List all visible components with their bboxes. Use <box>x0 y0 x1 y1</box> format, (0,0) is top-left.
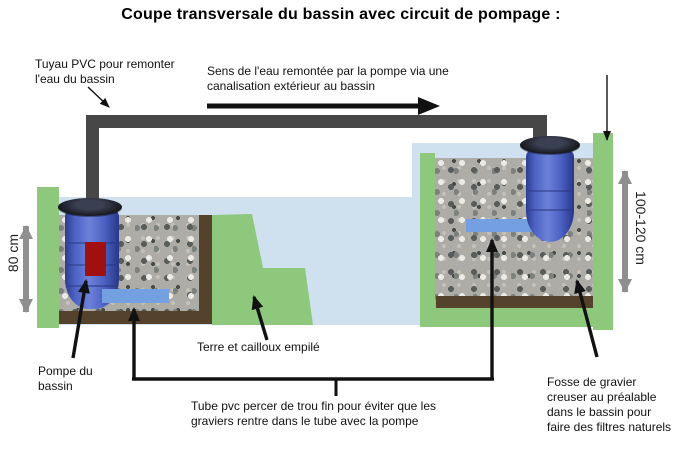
flow-direction-label: Sens de l'eau remontée par la pompe via … <box>207 64 449 93</box>
depth-right-label: 100-120 cm <box>633 191 649 265</box>
perforated-tube-right <box>466 219 532 232</box>
barrel-ring <box>527 190 573 193</box>
soil-mound <box>212 214 313 325</box>
pit-bottom <box>420 308 613 327</box>
tube-label: Tube pvc percer de trou fin pour éviter … <box>191 399 437 428</box>
pipe-label: Tuyau PVC pour remonter l'eau du bassin <box>35 57 175 86</box>
soil-left-bottom <box>59 311 212 324</box>
soil-left-edge <box>199 215 212 324</box>
barrel-ring <box>67 284 117 287</box>
pvc-pipe-horizontal <box>88 115 547 128</box>
soil-label: Terre et cailloux empilé <box>197 340 320 354</box>
pit-label: Fosse de gravier creuser au préalable da… <box>547 375 672 434</box>
depth-left-label: 80 cm <box>5 233 21 273</box>
soil-right-bottom <box>436 296 593 308</box>
barrel-lid-right <box>520 136 580 154</box>
pond-left-wall <box>37 187 59 328</box>
pvc-pipe-vertical-right <box>533 115 547 138</box>
pit-wall-left <box>420 153 435 310</box>
pump-label: Pompe du bassin <box>38 364 93 393</box>
pvc-pipe-vertical-left <box>86 115 99 207</box>
pond-right-wall <box>593 133 613 330</box>
barrel-ring <box>527 209 573 212</box>
pump-outlet-red <box>85 242 106 276</box>
diagram-title: Coupe transversale du bassin avec circui… <box>121 6 561 23</box>
barrel-right <box>526 148 574 242</box>
barrel-lid-left <box>58 198 122 216</box>
perforated-tube-left <box>102 289 169 303</box>
